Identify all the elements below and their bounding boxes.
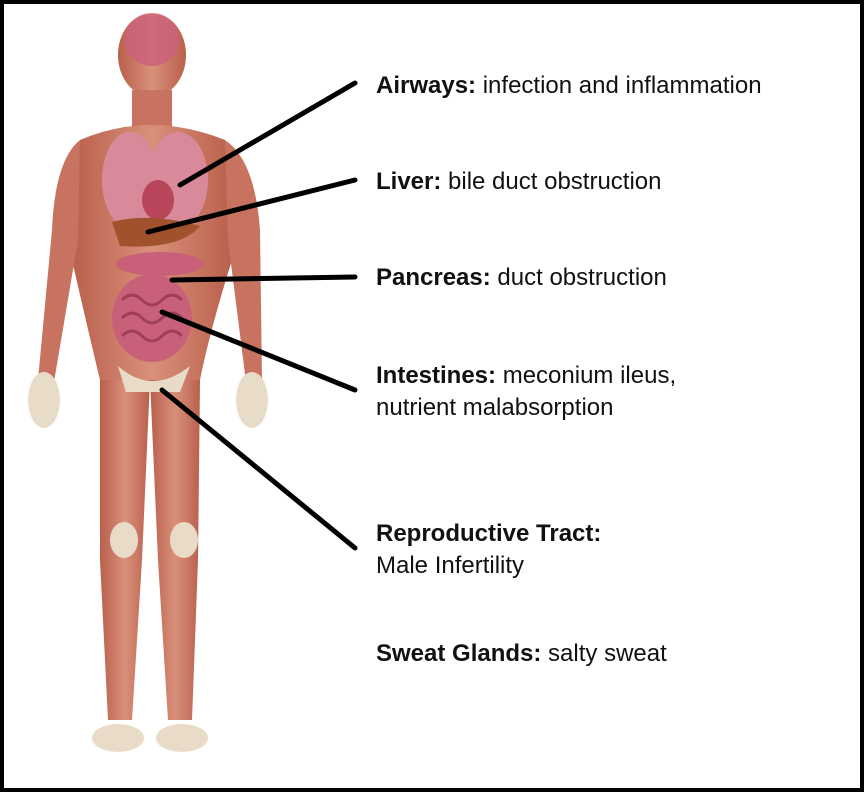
label-pancreas: Pancreas: duct obstruction [376,262,667,294]
label-term: Liver: [376,168,441,195]
label-intestines: Intestines: meconium ileus, nutrient mala… [376,360,676,424]
label-term: Sweat Glands: [376,640,541,667]
label-airways: Airways: infection and inflammation [376,70,762,102]
label-desc: meconium ileus, [503,362,676,389]
label-desc: infection and inflammation [483,72,762,99]
label-liver: Liver: bile duct obstruction [376,166,662,198]
label-term: Reproductive Tract: [376,520,601,547]
label-desc: bile duct obstruction [448,168,661,195]
label-term: Airways: [376,72,476,99]
pancreas-leader-line [172,277,355,280]
human-body-illustration [28,13,268,752]
label-desc: duct obstruction [497,264,666,291]
label-desc-line2: Male Infertility [376,552,524,579]
label-desc: salty sweat [548,640,667,667]
label-term: Pancreas: [376,264,491,291]
label-reproductive-tract: Reproductive Tract: Male Infertility [376,518,601,582]
label-sweat-glands: Sweat Glands: salty sweat [376,638,667,670]
label-term: Intestines: [376,362,496,389]
label-desc-line2: nutrient malabsorption [376,394,613,421]
